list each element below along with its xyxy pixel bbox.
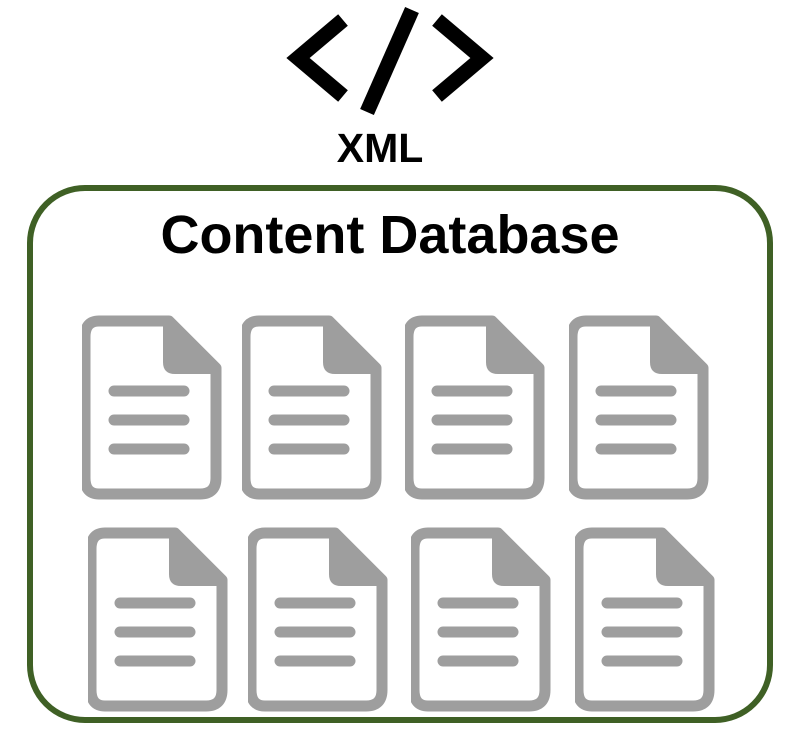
database-title: Content Database xyxy=(160,205,620,265)
xml-code-icon xyxy=(286,6,494,116)
document-icon xyxy=(575,527,715,712)
document-icon xyxy=(242,315,382,500)
document-icon xyxy=(405,315,545,500)
document-icon xyxy=(248,527,388,712)
document-icon xyxy=(569,315,709,500)
content-database-container: Content Database xyxy=(27,185,773,723)
document-icon xyxy=(82,315,222,500)
xml-label: XML xyxy=(336,125,424,171)
document-icon xyxy=(411,527,551,712)
document-icon xyxy=(88,527,228,712)
